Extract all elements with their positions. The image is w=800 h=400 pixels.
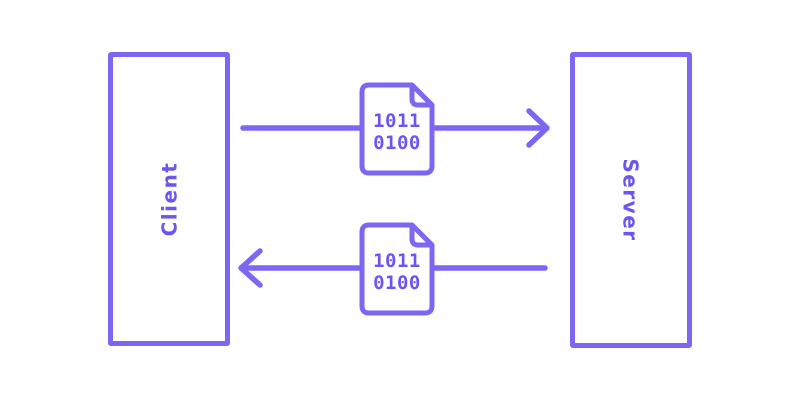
server-node-label: Server [618, 158, 643, 242]
client-node: Client [108, 52, 230, 346]
request-arrow-head-icon [526, 108, 550, 148]
file-corner-fold-icon [409, 224, 433, 248]
response-arrow-head-icon [238, 248, 263, 288]
file-outline [359, 222, 435, 316]
server-node: Server [570, 52, 692, 348]
file-outline [359, 82, 435, 176]
response-file-icon [359, 222, 435, 316]
client-node-label: Client [156, 161, 181, 237]
file-corner-fold-icon [409, 84, 433, 108]
request-file-icon [359, 82, 435, 176]
